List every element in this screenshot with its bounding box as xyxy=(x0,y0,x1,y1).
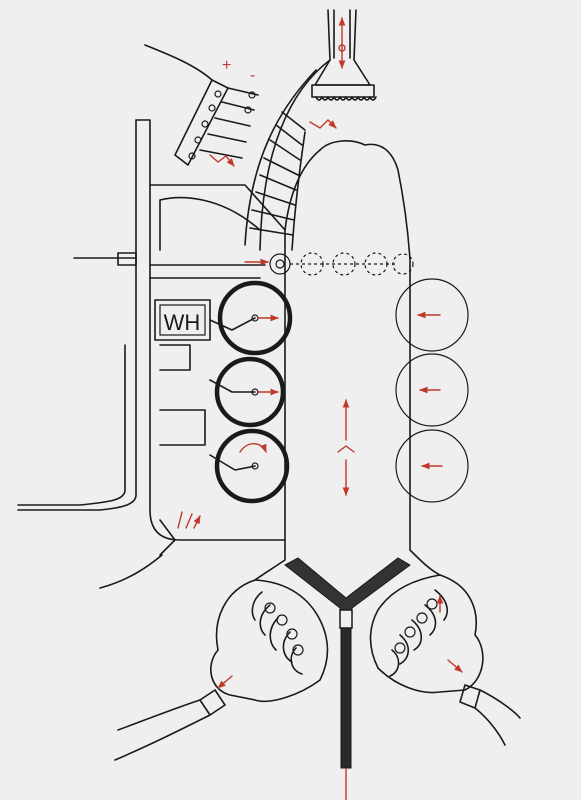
thick-circle-stack xyxy=(209,280,293,504)
center-marker xyxy=(337,445,355,453)
circle-arrow-3 xyxy=(239,443,267,453)
rib-ladder xyxy=(244,59,331,251)
y-support xyxy=(284,557,411,800)
lobe-arrow-left xyxy=(217,675,233,689)
shower-head xyxy=(311,9,377,101)
terminal-plus-label: + xyxy=(222,57,231,74)
right-circle-stack xyxy=(395,278,469,503)
lobe-arrow-right xyxy=(447,659,463,673)
red-dot-marker xyxy=(338,44,346,52)
bottom-lobes xyxy=(114,574,521,761)
terminal-minus-label: - xyxy=(250,67,255,84)
triple-arrows xyxy=(177,512,200,529)
valve-row xyxy=(269,252,414,276)
zigzag-arrow-right xyxy=(309,119,337,129)
zigzag-arrow-left xyxy=(209,154,235,167)
wire-grid xyxy=(144,44,259,166)
wh-box-label: WH xyxy=(164,310,201,335)
left-frame xyxy=(17,119,286,589)
wh-box: WH xyxy=(154,299,211,341)
